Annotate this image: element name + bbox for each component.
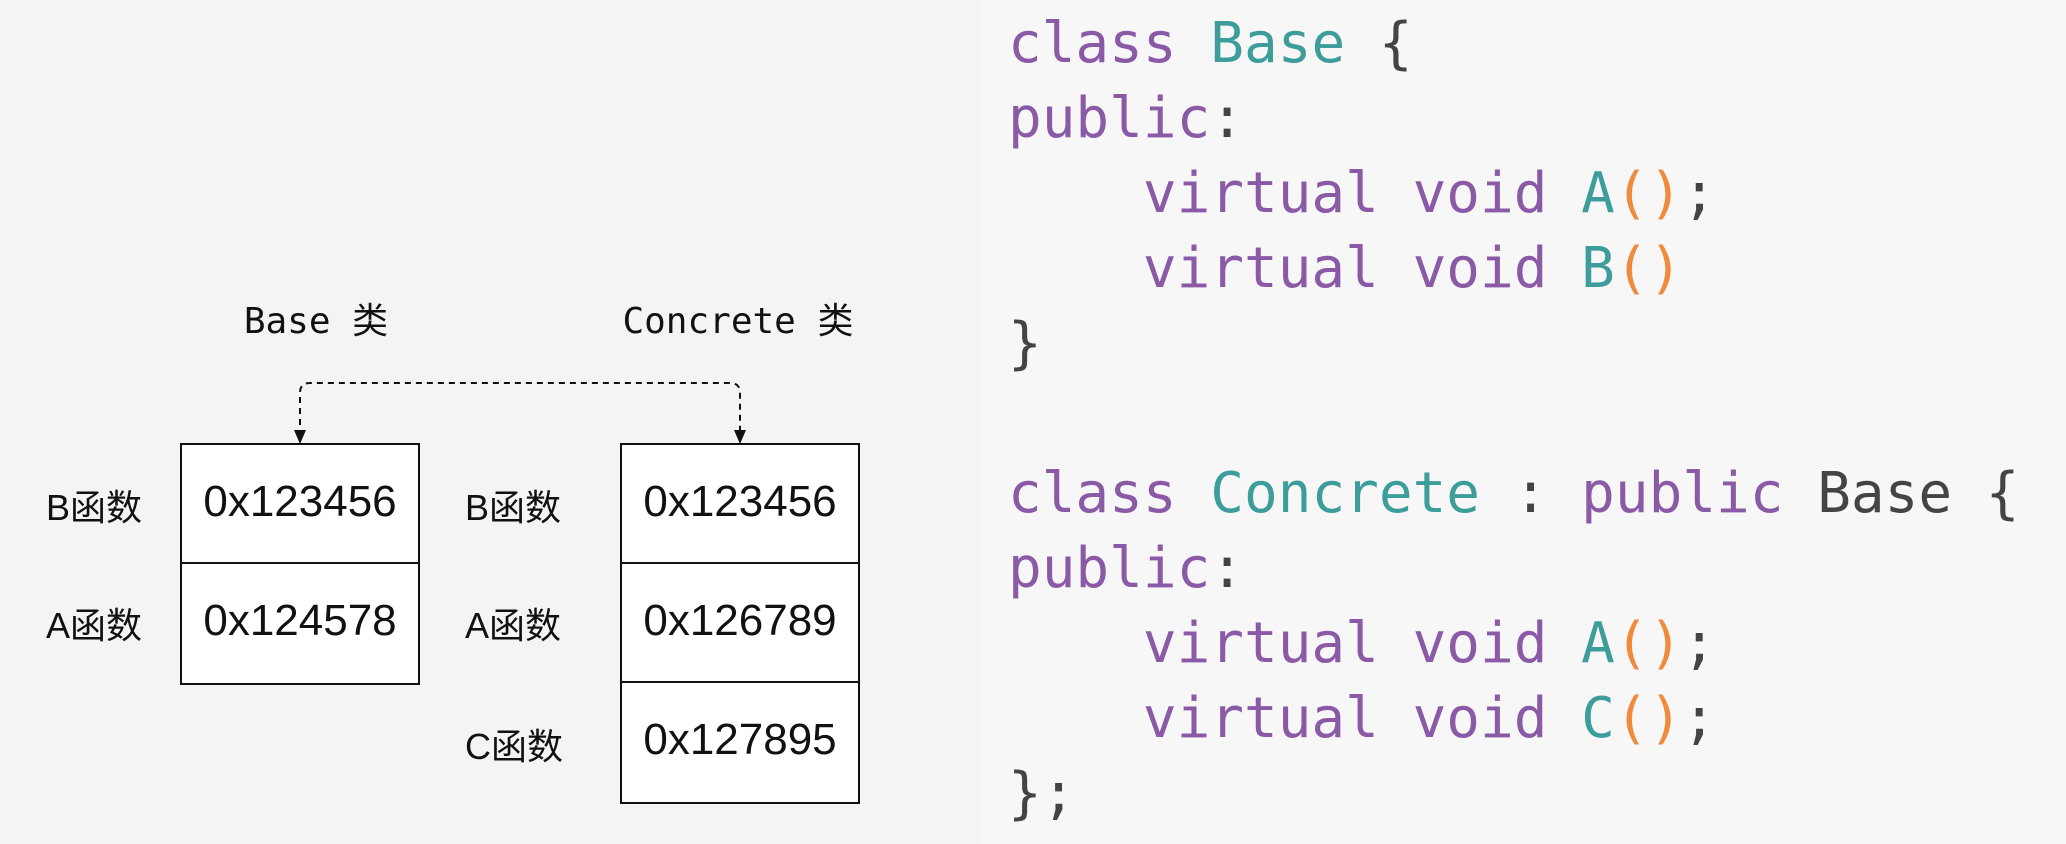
code-token-kw: class [1008,461,1211,526]
code-token-kw: public [1008,86,1211,151]
code-line: virtual void C(); [1008,681,2019,756]
code-token-paren: () [1614,686,1683,751]
code-token-plain: Base [1817,461,1986,526]
code-token-punct: ; [1682,686,1717,751]
code-token-punct: ; [1041,761,1076,826]
code-token-kw: virtual void [1008,611,1582,676]
code-line: virtual void A(); [1008,156,2019,231]
code-panel [980,0,2066,844]
code-line: } [1008,306,2019,381]
code-token-kw: public [1581,461,1818,526]
code-token-paren: () [1614,236,1683,301]
code-token-type: Concrete [1210,461,1514,526]
code-line: }; [1008,756,2019,831]
vtable-diagram: Base 类 Concrete 类 B函数 A函数 0x123456 0x124… [0,0,980,844]
code-line: class Concrete : public Base { [1008,456,2019,531]
vtable-cell: 0x127895 [643,715,837,764]
code-line: public: [1008,81,2019,156]
code-token-type: B [1581,236,1615,301]
code-token-punct: } [1008,311,1042,376]
code-token-punct: } [1008,761,1042,826]
code-token-punct: { [1985,461,2020,526]
code-token-paren: () [1614,161,1683,226]
base-class-title: Base 类 [243,301,389,342]
code-token-kw: virtual void [1008,161,1582,226]
code-token-punct: : [1210,86,1245,151]
dashed-connector [299,382,741,436]
code-token-kw: class [1008,11,1211,76]
shared-pointer-arrow [294,382,746,444]
code-line [1008,381,2019,456]
code-line: virtual void A(); [1008,606,2019,681]
code-token-punct: ; [1682,161,1717,226]
code-token-type: Base [1210,11,1379,76]
code-block: class Base {public: virtual void A(); vi… [1008,6,2019,831]
code-line: public: [1008,531,2019,606]
base-row-label: A函数 [46,605,143,646]
code-token-punct: : [1210,536,1245,601]
vtable-cell: 0x126789 [622,564,858,683]
code-line: class Base { [1008,6,2019,81]
code-token-kw: virtual void [1008,236,1582,301]
code-token-type: C [1581,686,1615,751]
code-token-paren: () [1614,611,1683,676]
code-token-punct: ; [1682,611,1717,676]
concrete-class-title: Concrete 类 [622,301,854,342]
code-token-kw: public [1008,536,1211,601]
code-token-type: A [1581,161,1615,226]
code-token-punct: { [1378,11,1413,76]
base-vtable: 0x123456 0x124578 [180,443,420,685]
arrowhead-concrete [734,430,746,444]
concrete-row-label: A函数 [465,605,562,646]
code-line: virtual void B() [1008,231,2019,306]
concrete-vtable: 0x123456 0x126789 0x127895 [620,443,860,804]
arrowhead-base [294,430,306,444]
code-token-punct: : [1513,461,1582,526]
vtable-cell: 0x124578 [203,596,397,645]
base-row-label: B函数 [46,487,143,528]
vtable-cell: 0x123456 [182,445,418,564]
code-token-kw: virtual void [1008,686,1582,751]
concrete-row-label: B函数 [465,487,562,528]
concrete-row-label: C函数 [465,726,563,767]
vtable-cell: 0x123456 [622,445,858,564]
code-token-type: A [1581,611,1615,676]
